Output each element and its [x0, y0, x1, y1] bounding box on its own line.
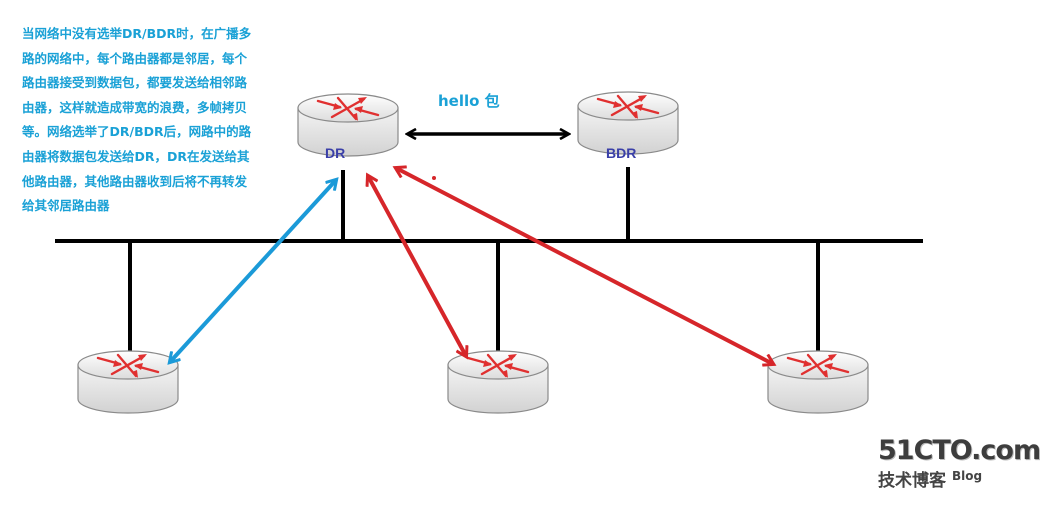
dr-label: DR	[325, 145, 346, 161]
router-icon	[76, 349, 180, 415]
note-line: 由器将数据包发送给DR，DR在发送给其	[22, 148, 250, 164]
router-icon	[766, 349, 870, 415]
red-arrow-mid	[368, 176, 466, 356]
note-line: 等。网络选举了DR/BDR后，网路中的路	[22, 124, 252, 140]
note-line: 由器，这样就造成带宽的浪费，多帧拷贝	[22, 99, 248, 115]
hello-label: hello 包	[438, 92, 500, 110]
note-line: 当网络中没有选举DR/BDR时，在广播多	[22, 26, 252, 41]
note-line: 给其邻居路由器	[22, 198, 110, 214]
watermark-sub: 技术博客	[878, 471, 946, 491]
note-line: 路的网络中，每个路由器都是邻居，每个	[22, 50, 248, 66]
watermark: 51CTO.com 技术博客 Blog	[878, 435, 1040, 492]
router-icon	[296, 92, 400, 158]
network-diagram	[55, 90, 923, 415]
bdr-label: BDR	[606, 145, 637, 161]
red-arrow-right	[396, 168, 773, 364]
explanation-note: 当网络中没有选举DR/BDR时，在广播多 路的网络中，每个路由器都是邻居，每个 …	[22, 22, 272, 219]
note-line: 他路由器，其他路由器收到后将不再转发	[22, 173, 248, 189]
blue-arrow	[170, 180, 336, 362]
watermark-brand: 51CTO.com	[878, 435, 1040, 466]
watermark-blog: Blog	[952, 469, 983, 483]
red-dot	[432, 176, 436, 180]
note-line: 路由器接受到数据包，都要发送给相邻路	[22, 75, 248, 91]
router-icon	[446, 349, 550, 415]
